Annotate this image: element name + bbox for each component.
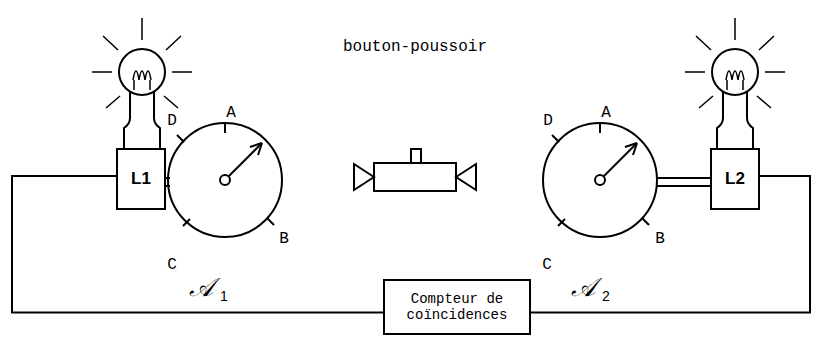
dial-left <box>165 123 282 237</box>
dial-index: 2 <box>602 288 610 304</box>
box-text: L2 <box>725 169 745 189</box>
lamp-box: L1 <box>116 148 166 210</box>
counter-box: Compteur de coïncidences <box>383 279 531 335</box>
dial-mark: B <box>655 230 665 248</box>
box-text: Compteur de coïncidences <box>391 291 523 323</box>
lamp-left <box>92 18 192 148</box>
dial-name: 𝒜 <box>571 272 596 303</box>
dial-mark: A <box>226 104 236 122</box>
dial-name: 𝒜 <box>189 272 214 303</box>
lamp-box: L2 <box>710 148 760 210</box>
dial-mark: D <box>543 112 553 130</box>
lamp-right <box>685 18 785 148</box>
push-button <box>354 149 476 191</box>
dial-right <box>543 123 712 237</box>
dial-mark: C <box>542 256 552 274</box>
dial-mark: D <box>167 112 177 130</box>
dial-index: 1 <box>220 288 228 304</box>
dial-mark: B <box>279 230 289 248</box>
wire <box>12 176 383 313</box>
dial-mark: C <box>167 256 177 274</box>
box-text: L1 <box>131 169 151 189</box>
part-label: bouton-poussoir <box>343 38 487 56</box>
dial-mark: A <box>601 104 611 122</box>
wire <box>531 176 810 313</box>
